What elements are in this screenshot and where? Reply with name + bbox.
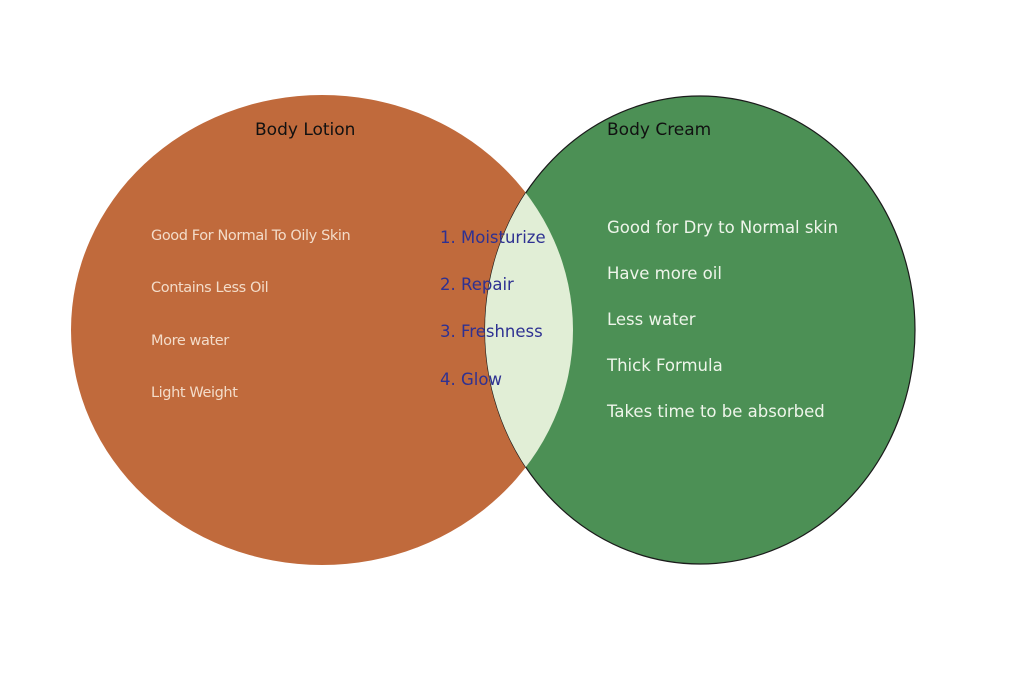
lotion-item: Contains Less Oil	[151, 280, 269, 296]
shared-item: 2. Repair	[440, 275, 514, 294]
shared-item: 4. Glow	[440, 370, 502, 389]
shared-item: 3. Freshness	[440, 322, 543, 341]
cream-item: Less water	[607, 310, 696, 329]
cream-item: Thick Formula	[607, 356, 723, 375]
shared-item: 1. Moisturize	[440, 228, 546, 247]
body-lotion-circle	[71, 95, 573, 565]
lotion-item: Good For Normal To Oily Skin	[151, 228, 351, 244]
lotion-item: More water	[151, 333, 229, 349]
cream-item: Have more oil	[607, 264, 722, 283]
lotion-item: Light Weight	[151, 385, 238, 401]
cream-item: Takes time to be absorbed	[607, 402, 825, 421]
body-lotion-title: Body Lotion	[255, 120, 356, 140]
body-cream-title: Body Cream	[607, 120, 712, 140]
cream-item: Good for Dry to Normal skin	[607, 218, 839, 237]
